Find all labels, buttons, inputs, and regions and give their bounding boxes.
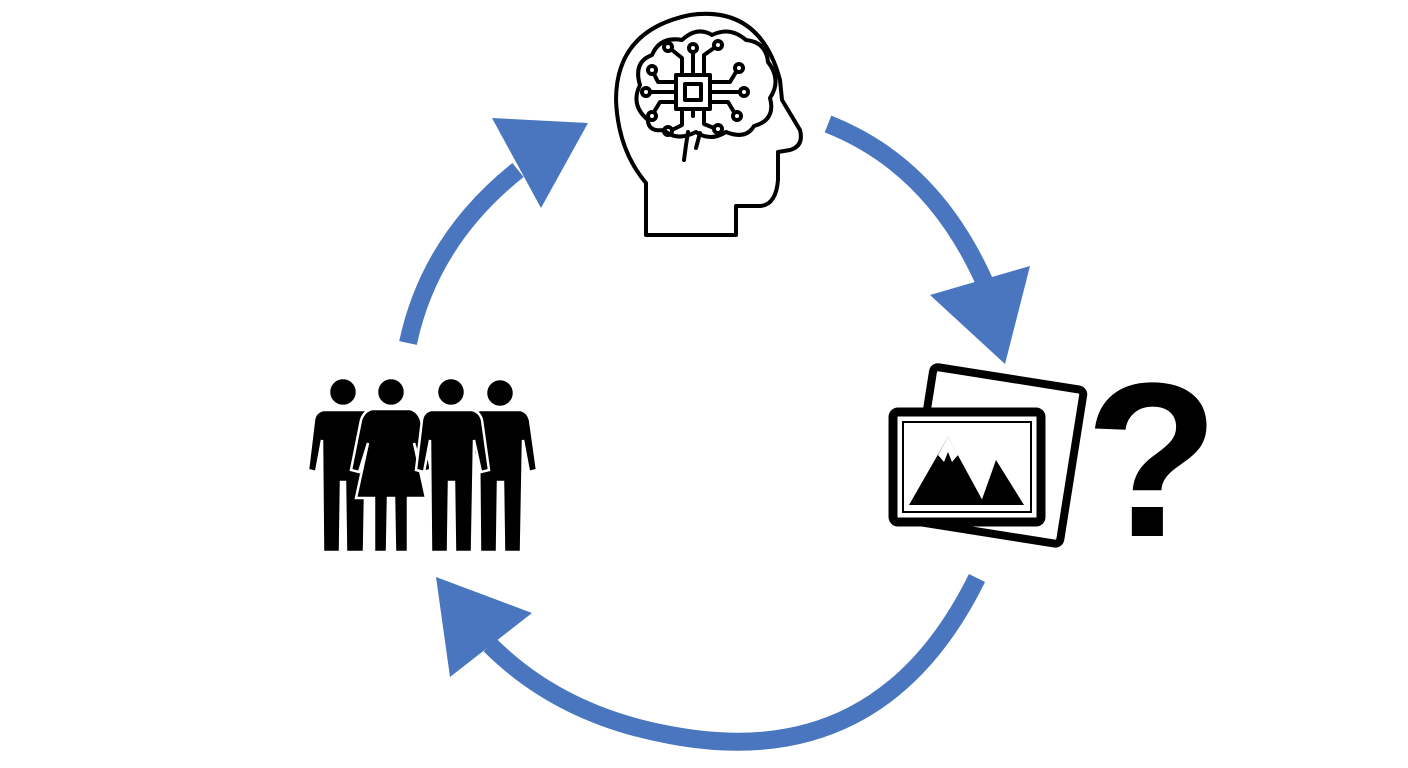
mountain-large	[909, 437, 985, 505]
person-woman	[349, 376, 433, 554]
image-stack-icon	[888, 363, 1088, 548]
mountain-small	[980, 460, 1024, 505]
cycle-arrows	[399, 115, 1030, 751]
person-man-2	[414, 376, 491, 554]
people-group-icon	[306, 376, 539, 554]
person-man-3	[463, 377, 539, 554]
snow-cap	[938, 437, 958, 462]
question-mark: ?	[1085, 337, 1219, 583]
arrow-people-to-ai	[399, 118, 588, 345]
arrow-ai-to-image	[824, 115, 1030, 364]
ai-brain-head-icon	[614, 11, 803, 237]
arrow-image-to-people	[436, 574, 986, 751]
